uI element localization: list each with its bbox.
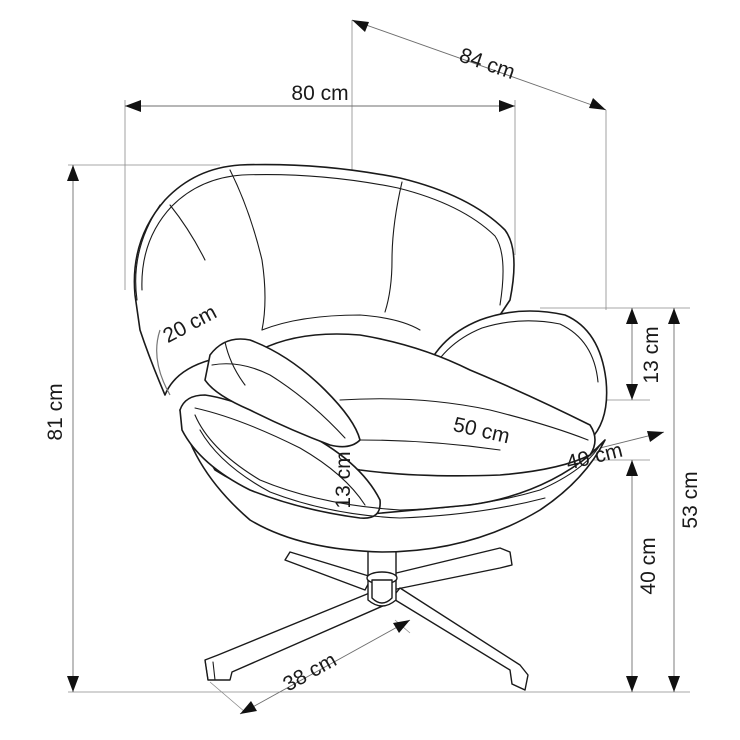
label-width-total: 80 cm	[291, 82, 348, 105]
arrowhead	[125, 100, 141, 112]
arrowhead	[668, 676, 680, 692]
label-base-leg: 38 cm	[279, 648, 340, 696]
arrowhead	[626, 676, 638, 692]
label-seat-height: 40 cm	[637, 537, 660, 594]
arrowhead	[668, 308, 680, 324]
extension-lines	[68, 20, 690, 713]
chair-illustration	[133, 163, 608, 691]
dim-height-total	[67, 165, 79, 692]
arrowhead	[67, 165, 79, 181]
swivel-base	[204, 544, 529, 691]
arrowhead	[626, 308, 638, 324]
arrowhead	[626, 384, 638, 400]
arrowhead	[67, 676, 79, 692]
label-arm-height-total: 53 cm	[679, 471, 702, 528]
label-height-total: 81 cm	[44, 383, 67, 440]
dim-base-leg	[239, 619, 411, 715]
arrowhead	[589, 98, 606, 110]
label-depth-total: 84 cm	[456, 44, 518, 84]
left-armrest	[179, 394, 381, 519]
arrowhead	[240, 701, 257, 714]
arrowhead	[626, 460, 638, 476]
dim-seat-height	[626, 460, 638, 692]
dim-arm-height	[668, 308, 680, 692]
dim-armrest-height	[626, 308, 638, 400]
label-seat-thickness: 13 cm	[332, 451, 355, 508]
arrowhead	[352, 20, 369, 32]
dim-width-total	[125, 100, 515, 112]
arrowhead	[499, 100, 515, 112]
dim-depth-total	[351, 19, 607, 111]
label-armrest-height: 13 cm	[640, 326, 663, 383]
arrowhead	[647, 431, 664, 442]
arrowhead	[393, 620, 410, 633]
